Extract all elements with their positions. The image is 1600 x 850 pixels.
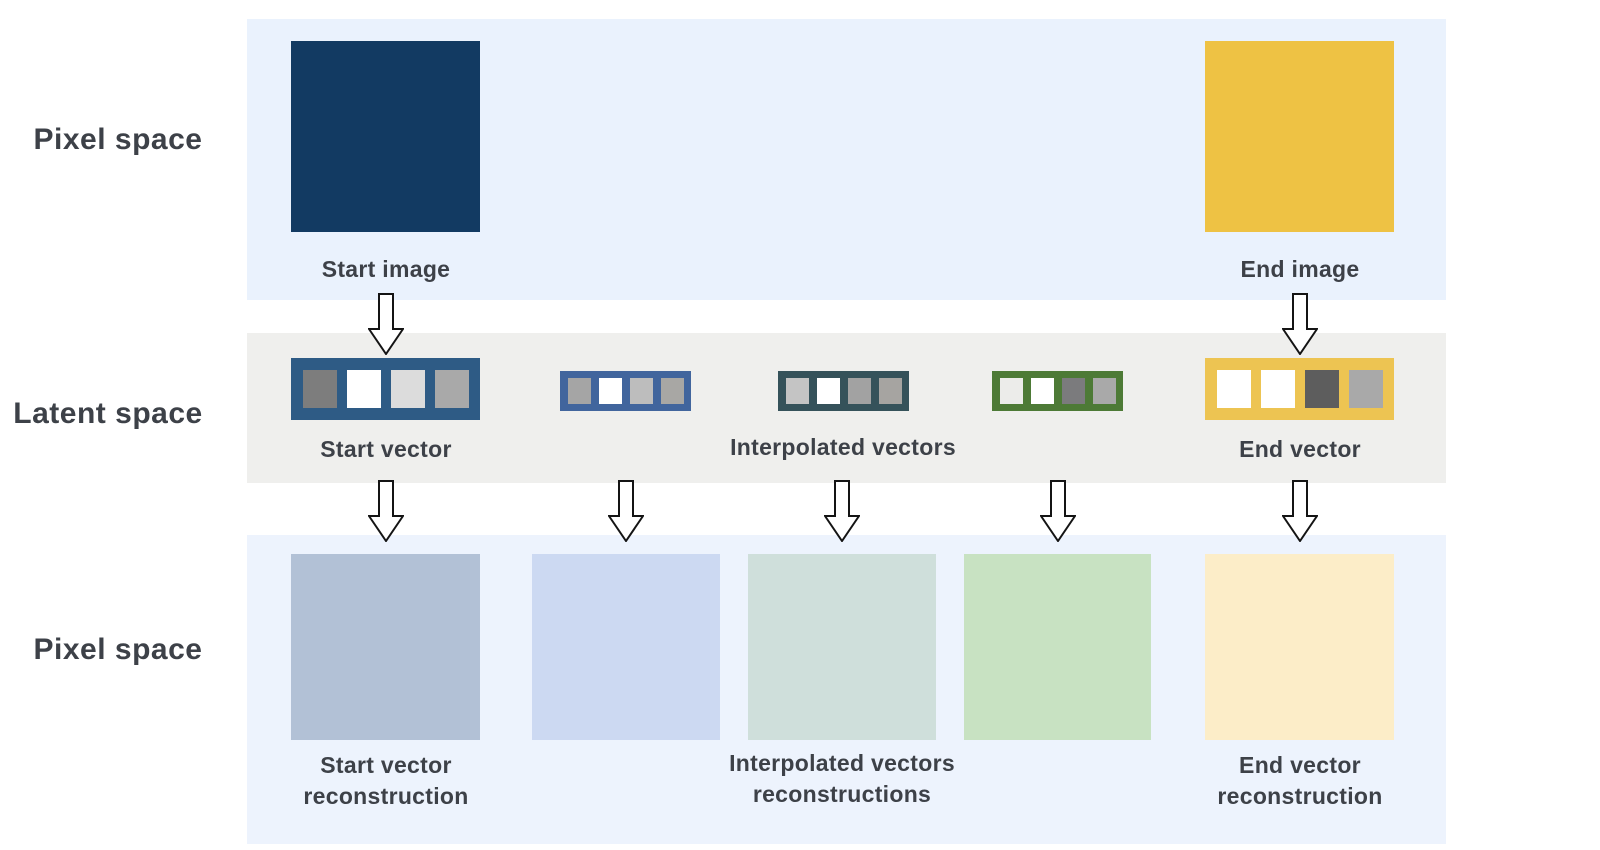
end-vector-reconstruction-square [1205, 554, 1394, 740]
vector-cell [1216, 370, 1251, 408]
interpolated-reconstruction-square-2 [748, 554, 936, 740]
row-label-pixel-space-bottom: Pixel space [33, 633, 203, 666]
interpolated-vector-3 [992, 371, 1123, 411]
caption-line: reconstruction [303, 783, 469, 809]
caption-line: Start vector [320, 752, 452, 778]
down-arrow-icon [1282, 480, 1318, 542]
interpolated-reconstruction-square-1 [532, 554, 720, 740]
vector-cell [785, 378, 809, 404]
end-vector-caption: End vector [1239, 436, 1361, 462]
vector-cell [390, 370, 425, 408]
vector-cell [878, 378, 902, 404]
interpolated-reconstruction-square-3 [964, 554, 1151, 740]
vector-cell [629, 378, 653, 404]
vector-cell [847, 378, 871, 404]
vector-cell [434, 370, 469, 408]
caption-line: End vector [1239, 752, 1361, 778]
vector-cell [999, 378, 1023, 404]
down-arrow-icon [608, 480, 644, 542]
end-image-caption: End image [1240, 256, 1360, 282]
interpolated-reconstructions-caption: Interpolated vectors reconstructions [729, 748, 955, 810]
vector-cell [567, 378, 591, 404]
end-vector-reconstruction-caption: End vector reconstruction [1217, 750, 1382, 812]
interpolated-vectors-caption: Interpolated vectors [730, 434, 956, 460]
row-label-latent-space: Latent space [13, 397, 203, 430]
down-arrow-icon [1040, 480, 1076, 542]
caption-line: Interpolated vectors [729, 750, 955, 776]
vector-cell [1348, 370, 1383, 408]
down-arrow-icon [824, 480, 860, 542]
vector-cell [1092, 378, 1116, 404]
end-image-square [1205, 41, 1394, 232]
vector-cell [1061, 378, 1085, 404]
down-arrow-icon [368, 480, 404, 542]
end-vector [1205, 358, 1394, 420]
vector-cell [346, 370, 381, 408]
vector-cell [302, 370, 337, 408]
vector-cell [1260, 370, 1295, 408]
start-vector-reconstruction-square [291, 554, 480, 740]
interpolated-vector-1 [560, 371, 691, 411]
start-vector-caption: Start vector [320, 436, 452, 462]
start-image-square [291, 41, 480, 232]
vector-cell [660, 378, 684, 404]
start-image-caption: Start image [321, 256, 451, 282]
down-arrow-icon [368, 293, 404, 355]
vector-cell [816, 378, 840, 404]
interpolated-vector-2 [778, 371, 909, 411]
vector-cell [1030, 378, 1054, 404]
vector-cell [1304, 370, 1339, 408]
start-vector-reconstruction-caption: Start vector reconstruction [303, 750, 468, 812]
caption-line: reconstruction [1217, 783, 1383, 809]
caption-line: reconstructions [752, 781, 932, 807]
down-arrow-icon [1282, 293, 1318, 355]
vector-cell [598, 378, 622, 404]
start-vector [291, 358, 480, 420]
row-label-pixel-space-top: Pixel space [33, 123, 203, 156]
